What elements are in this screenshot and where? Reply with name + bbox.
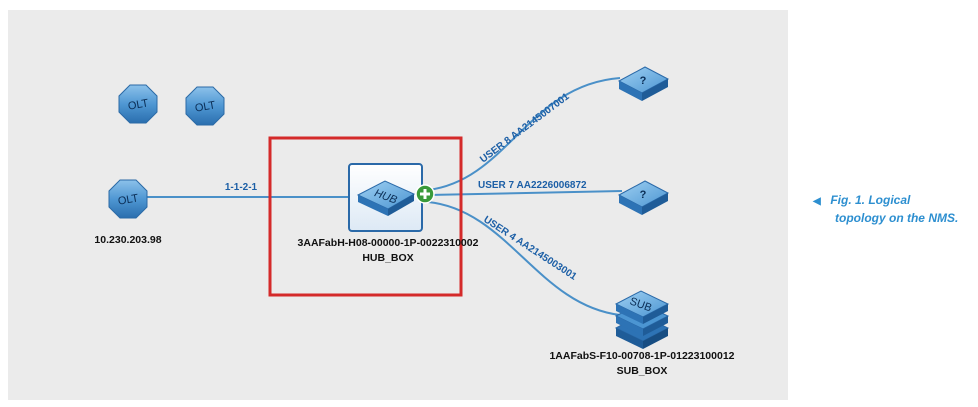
olt-node-top-left[interactable]: OLT xyxy=(118,84,158,124)
link-user8[interactable] xyxy=(427,77,621,191)
sub-serial-label: 1AAFabS-F10-00708-1P-01223100012 xyxy=(549,350,734,362)
unknown-label: ? xyxy=(640,75,647,87)
unknown-node-user8[interactable]: ? xyxy=(617,66,670,101)
olt-octagon-icon xyxy=(185,86,225,126)
plus-circle-icon[interactable] xyxy=(415,184,435,204)
olt-label: OLT xyxy=(127,97,150,112)
caption-line-1: Fig. 1. Logical xyxy=(830,193,911,207)
unknown-label: ? xyxy=(640,189,647,201)
olt-octagon-icon xyxy=(118,84,158,124)
olt-node-main[interactable]: OLT xyxy=(108,179,148,219)
hub-node[interactable]: HUB xyxy=(348,163,423,232)
stacked-sub-icon xyxy=(614,290,670,349)
selection-highlight-box xyxy=(268,136,463,297)
question-box-icon xyxy=(617,180,670,215)
question-box-icon xyxy=(617,66,670,101)
olt-label: OLT xyxy=(117,192,140,207)
hub-name-label: HUB_BOX xyxy=(362,252,413,264)
figure-caption: ◀ Fig. 1. Logical topology on the NMS. xyxy=(813,192,973,227)
triangle-left-icon: ◀ xyxy=(813,196,821,207)
topology-diagram: 1-1-2-1 USER 8 AA2145007001 USER 7 AA222… xyxy=(94,66,735,377)
hub-box-icon: HUB xyxy=(356,180,416,216)
olt-label: OLT xyxy=(194,99,217,114)
caption-line-2: topology on the NMS. xyxy=(835,211,959,225)
olt-node-top-right[interactable]: OLT xyxy=(185,86,225,126)
hub-serial-label: 3AAFabH-H08-00000-1P-0022310002 xyxy=(298,237,479,249)
link-label-user8: USER 8 AA2145007001 xyxy=(478,91,572,165)
topology-canvas: 1-1-2-1 USER 8 AA2145007001 USER 7 AA222… xyxy=(8,10,788,400)
olt-ip-label: 10.230.203.98 xyxy=(94,234,161,246)
link-user7[interactable] xyxy=(427,190,623,196)
sub-node[interactable]: SUB xyxy=(614,290,670,349)
link-label-user4: USER 4 AA2145003001 xyxy=(481,214,578,283)
unknown-node-user7[interactable]: ? xyxy=(617,180,670,215)
sub-name-label: SUB_BOX xyxy=(617,365,668,377)
link-label-olt-hub: 1-1-2-1 xyxy=(225,182,258,193)
link-user4[interactable] xyxy=(427,201,621,316)
olt-octagon-icon xyxy=(108,179,148,219)
link-label-user7: USER 7 AA2226006872 xyxy=(478,180,587,191)
